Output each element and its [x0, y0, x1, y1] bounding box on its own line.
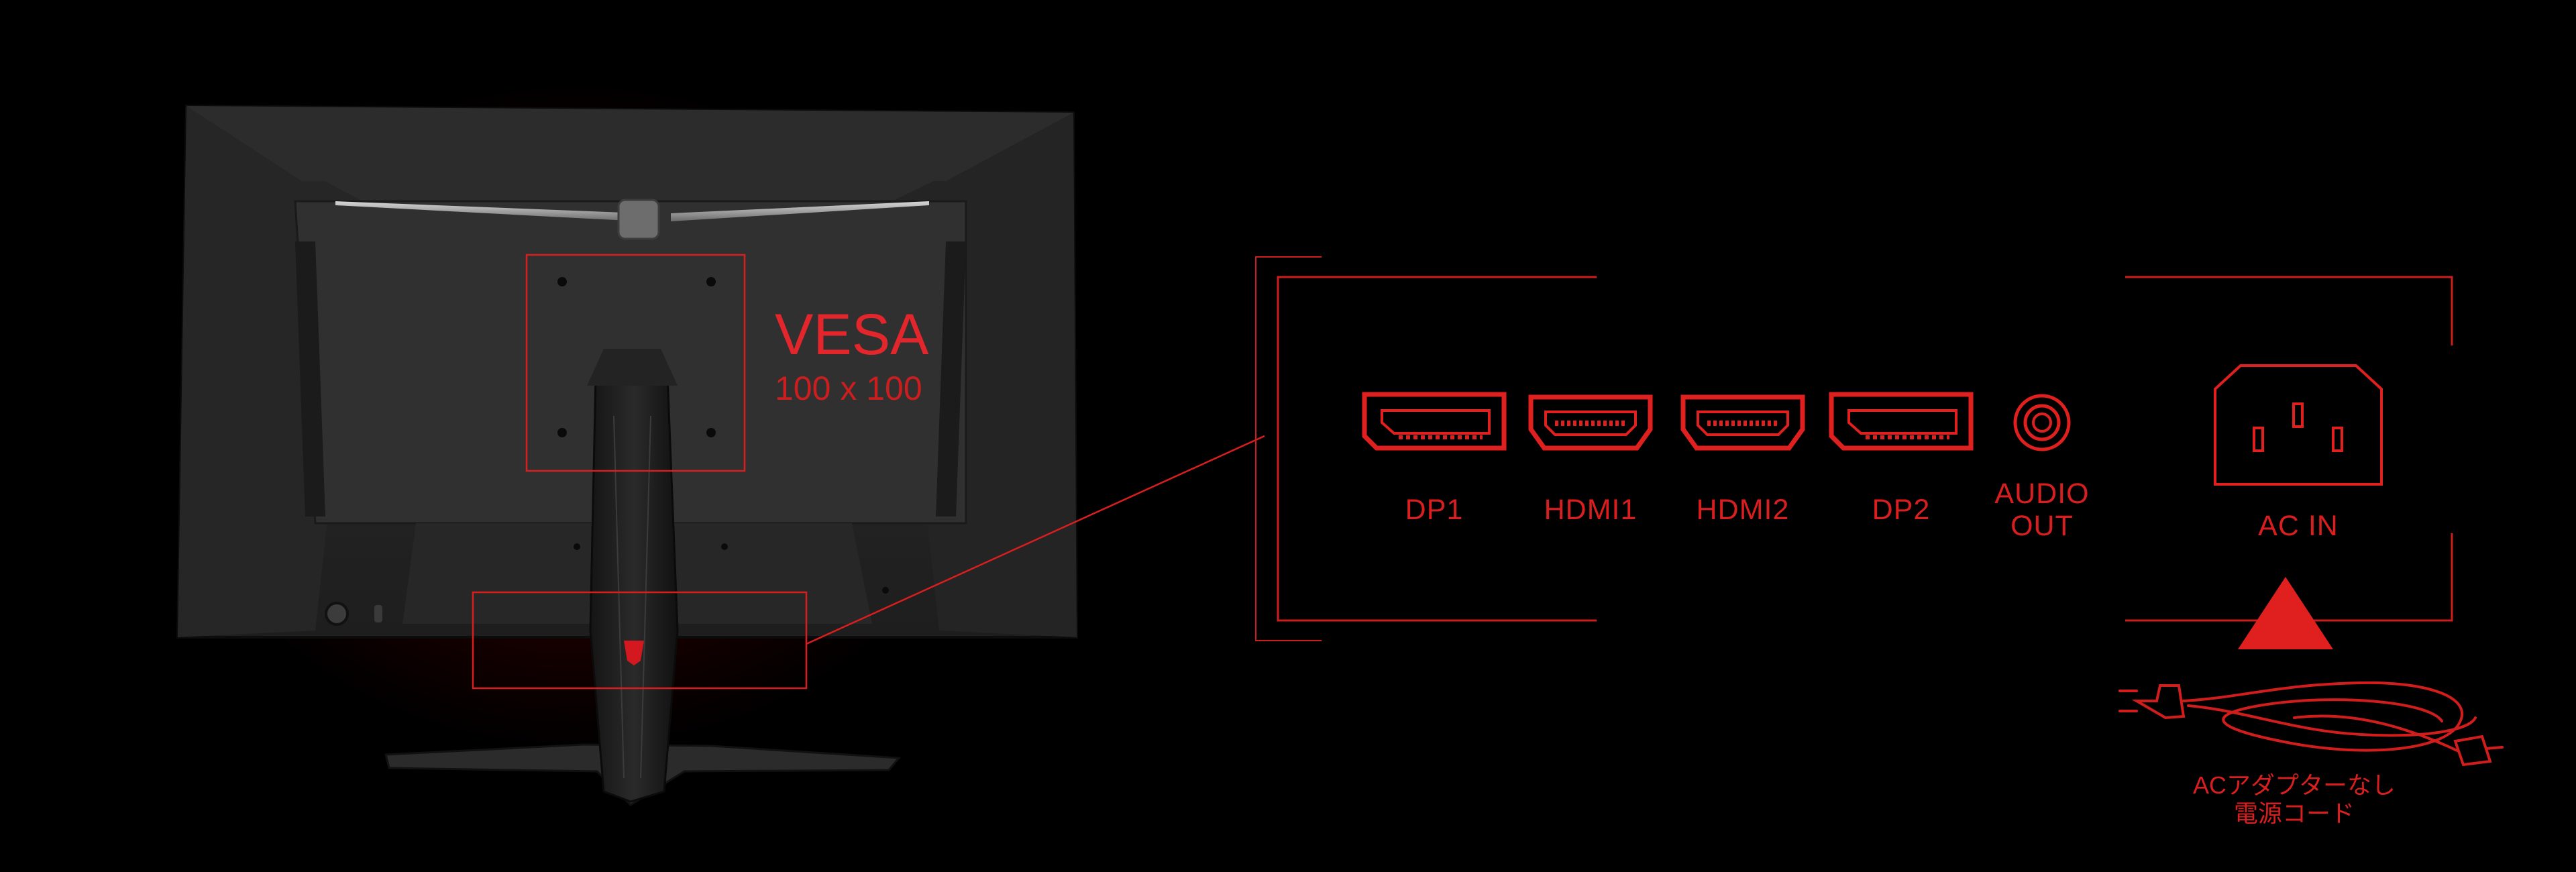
- stand-neck: [589, 374, 679, 803]
- monitor-stand: [384, 349, 902, 806]
- port-label-hdmi2: HDMI2: [1696, 494, 1790, 526]
- rgb-light-bar: [335, 201, 641, 221]
- cord-label-line1: ACアダプターなし: [2192, 771, 2396, 799]
- port-label-audio-out: AUDIO OUT: [1994, 478, 2090, 542]
- vesa-title: VESA: [775, 303, 929, 367]
- stand-red-accent: [624, 641, 644, 665]
- port-label-dp2: DP2: [1872, 494, 1931, 526]
- vesa-hole: [706, 277, 716, 286]
- dp1-port-icon: [1362, 392, 1507, 451]
- cord-label-line2: 電源コード: [2233, 800, 2355, 827]
- vesa-hole: [557, 428, 567, 437]
- port-panel-frame: [1255, 256, 2453, 641]
- dp2-port-icon: [1829, 392, 1974, 451]
- callout-line: [806, 435, 1265, 645]
- power-cord-icon: [2118, 681, 2504, 767]
- vesa-highlight-box: [525, 254, 746, 472]
- light-bar-hub: [617, 199, 660, 240]
- port-label-hdmi1: HDMI1: [1544, 494, 1638, 526]
- vesa-size: 100 x 100: [775, 370, 922, 407]
- ports-highlight-box: [472, 591, 808, 690]
- audio-out-jack-icon: [2013, 394, 2071, 451]
- ac-in-socket-icon: [2214, 364, 2383, 486]
- hdmi2-port-icon: [1680, 394, 1805, 451]
- vesa-hole: [706, 428, 716, 437]
- port-label-ac-in: AC IN: [2258, 510, 2339, 542]
- up-arrow-icon: [2238, 577, 2333, 649]
- port-label-dp1: DP1: [1405, 494, 1464, 526]
- vesa-hole: [557, 277, 567, 286]
- hdmi1-port-icon: [1528, 394, 1653, 451]
- joystick-button: [325, 602, 349, 626]
